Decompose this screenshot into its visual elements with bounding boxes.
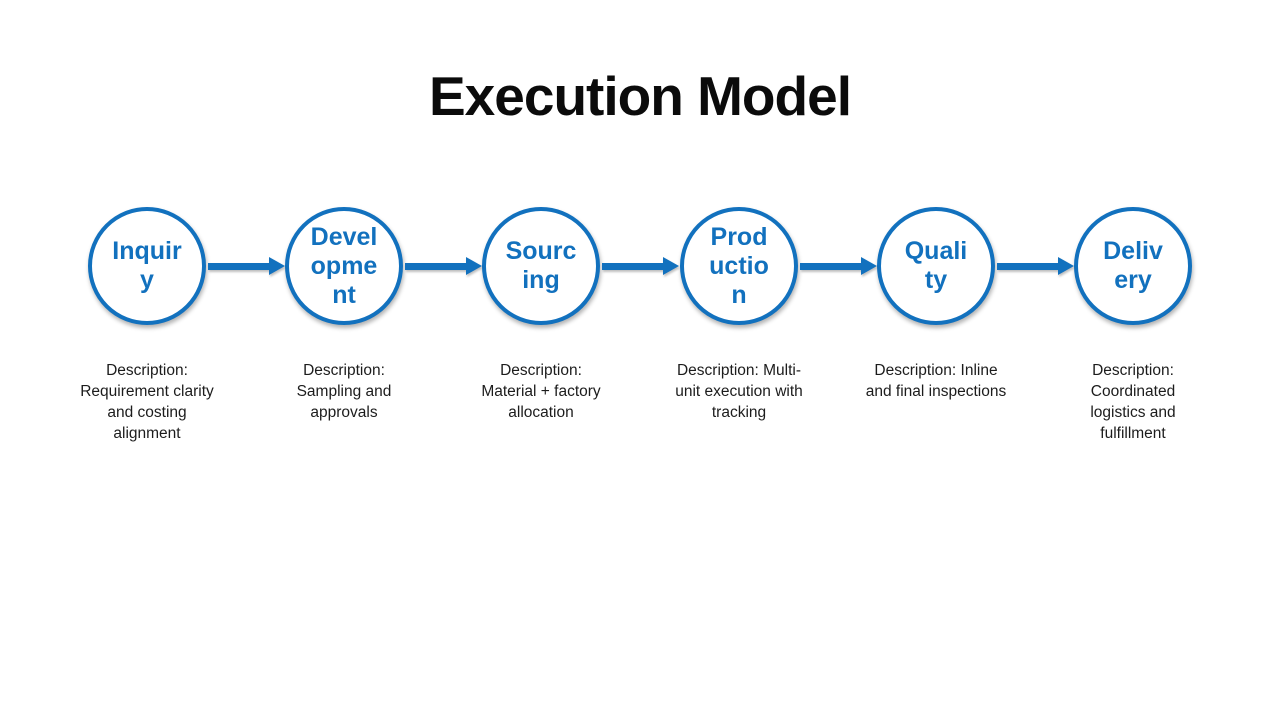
step-description: Description: Inline and final inspection… xyxy=(865,362,1007,400)
arrow-right-icon xyxy=(997,257,1074,275)
arrow-shaft xyxy=(602,262,663,270)
step-label: Devel opme nt xyxy=(310,222,378,309)
step-circle-sourcing: Sourc ing xyxy=(482,207,600,325)
step-delivery: Deliv ery Description: Coordinated logis… xyxy=(1034,207,1232,445)
step-circle-inquiry: Inquir y xyxy=(88,207,206,325)
step-description: Description: Material + factory allocati… xyxy=(481,362,601,421)
step-label: Prod uctio n xyxy=(709,222,769,309)
arrow-head xyxy=(269,257,285,275)
arrow-right-icon xyxy=(602,257,679,275)
step-production: Prod uctio n Description: Multi- unit ex… xyxy=(640,207,838,424)
step-quality: Quali ty Description: Inline and final i… xyxy=(837,207,1035,403)
arrow-head xyxy=(861,257,877,275)
step-sourcing: Sourc ing Description: Material + factor… xyxy=(442,207,640,424)
step-label: Sourc ing xyxy=(505,237,577,294)
arrow-head xyxy=(663,257,679,275)
step-circle-quality: Quali ty xyxy=(877,207,995,325)
step-description: Description: Coordinated logistics and f… xyxy=(1090,362,1176,442)
arrow-shaft xyxy=(208,262,269,270)
arrow-head xyxy=(466,257,482,275)
arrow-head xyxy=(1058,257,1074,275)
arrow-right-icon xyxy=(208,257,285,275)
arrow-shaft xyxy=(405,262,466,270)
step-circle-development: Devel opme nt xyxy=(285,207,403,325)
arrow-right-icon xyxy=(405,257,482,275)
step-label: Quali ty xyxy=(904,237,968,294)
step-development: Devel opme nt Description: Sampling and … xyxy=(245,207,443,424)
arrow-right-icon xyxy=(800,257,877,275)
step-circle-delivery: Deliv ery xyxy=(1074,207,1192,325)
arrow-shaft xyxy=(800,262,861,270)
step-circle-production: Prod uctio n xyxy=(680,207,798,325)
step-inquiry: Inquir y Description: Requirement clarit… xyxy=(48,207,246,445)
page-title: Execution Model xyxy=(429,65,852,127)
step-description: Description: Sampling and approvals xyxy=(296,362,392,421)
step-description: Description: Requirement clarity and cos… xyxy=(80,362,214,442)
arrow-shaft xyxy=(997,262,1058,270)
step-description: Description: Multi- unit execution with … xyxy=(675,362,803,421)
step-label: Deliv ery xyxy=(1103,237,1163,294)
step-label: Inquir y xyxy=(112,237,182,294)
